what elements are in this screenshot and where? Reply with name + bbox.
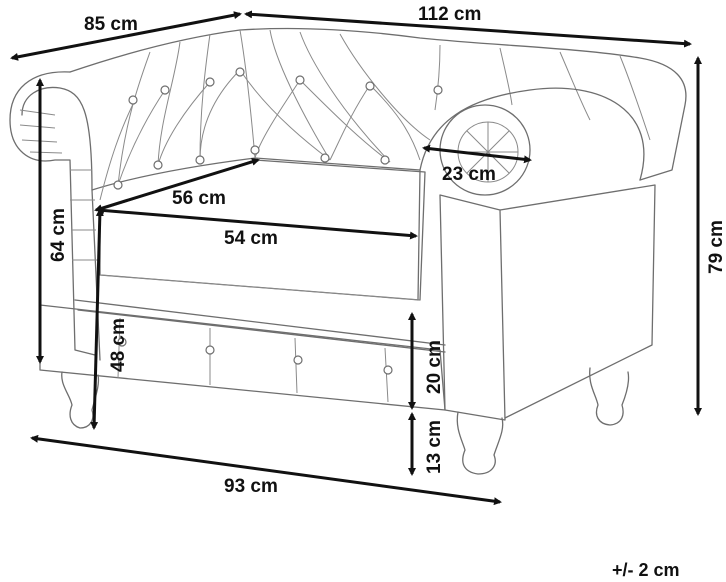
right-arm-outline [417,87,645,301]
label-seat-width: 54 cm [224,228,278,249]
label-seat-depth: 56 cm [172,188,226,209]
dim-line-width-top [244,10,692,48]
front-base-dividers [117,317,389,403]
front-base-buttons [117,337,393,375]
right-arm-front [439,194,506,421]
label-width-top: 112 cm [418,4,481,25]
front-rail [74,299,446,353]
dim-line-seat-width [96,206,418,240]
label-front-base-height: 20 cm [424,340,445,394]
dim-line-arm-diameter [422,144,532,164]
right-side-panel [499,184,656,419]
label-total-height: 79 cm [706,220,726,274]
dim-line-depth-top [10,11,242,61]
tolerance-note: +/- 2 cm [612,560,680,580]
dimension-lines [10,10,702,506]
left-arm-scroll [21,86,101,361]
left-arm-outline [9,71,96,356]
backrest-outline [69,27,687,181]
label-seat-height: 48 cm [108,318,129,372]
backrest-tufting [99,29,651,201]
seat-front-edge [99,274,421,301]
armchair-drawing [9,27,687,475]
label-arm-diameter: 23 cm [442,164,496,185]
dim-line-seat-height [90,208,104,430]
front-right-leg [456,411,504,475]
dimension-labels: 85 cm 112 cm 23 cm 56 cm 54 cm 64 cm 48 … [48,4,726,497]
dim-line-seat-depth [94,157,260,213]
back-right-leg [589,367,630,426]
backrest-inner-edge [91,157,421,191]
tufting-buttons [113,67,443,190]
label-depth-top: 85 cm [84,14,138,35]
label-leg-height: 13 cm [424,420,445,474]
dim-line-total-width-front [30,434,502,506]
label-arm-height: 64 cm [48,208,69,262]
label-total-width-front: 93 cm [224,476,278,497]
